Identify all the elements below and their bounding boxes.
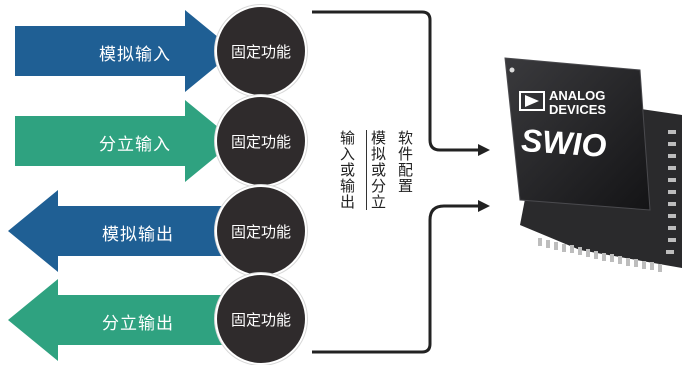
analog-output-label: 模拟输出: [102, 225, 174, 245]
analog-input-arrow: 模拟输入: [15, 10, 235, 92]
config-line-1: 软件配置: [396, 130, 414, 194]
analog-output-arrow: 模拟输出: [8, 190, 230, 272]
product-name: SWIO: [521, 122, 607, 164]
discrete-input-label: 分立输入: [99, 135, 171, 155]
config-line-2: 模拟或分立: [366, 130, 389, 210]
fixed-function-circle: 固定功能: [215, 273, 307, 365]
fixed-function-circle: 固定功能: [215, 95, 307, 187]
analog-input-label: 模拟输入: [99, 45, 171, 65]
brand-line-2: DEVICES: [549, 102, 607, 117]
config-line-3: 输入或输出: [338, 130, 356, 210]
discrete-output-arrow: 分立输出: [8, 279, 230, 361]
discrete-input-arrow: 分立输入: [15, 100, 235, 182]
fixed-function-circle: 固定功能: [215, 185, 307, 277]
fixed-function-circle: 固定功能: [215, 5, 307, 97]
brand-line-1: ANALOG: [549, 88, 606, 103]
discrete-output-label: 分立输出: [102, 314, 174, 334]
